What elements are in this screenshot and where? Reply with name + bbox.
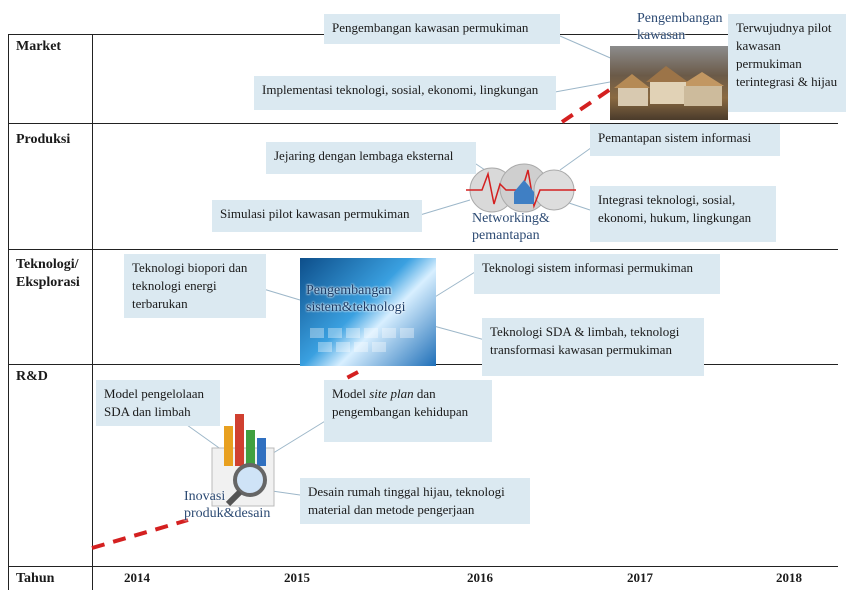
row-label-tahun: Tahun bbox=[16, 571, 55, 586]
stage-pengembangan-kawasan-label: Pengembangan kawasan bbox=[637, 11, 723, 43]
settlement-photo-icon bbox=[614, 66, 724, 106]
callout-implementasi: Implementasi teknologi, sosial, ekonomi,… bbox=[254, 76, 556, 110]
siteplan-text-2: dan pengembangan kehidupan bbox=[332, 386, 469, 419]
grid-line-market-produksi bbox=[8, 123, 838, 124]
callout-model-siteplan: Model site plan dan pengembangan kehidup… bbox=[324, 380, 492, 442]
callout-biopori: Teknologi biopori dan teknologi energi t… bbox=[124, 254, 266, 318]
siteplan-text-em: site plan bbox=[369, 386, 414, 401]
callout-pemantapan: Pemantapan sistem informasi bbox=[590, 124, 780, 156]
year-2014: 2014 bbox=[124, 570, 150, 585]
pointer-implementasi bbox=[554, 81, 611, 93]
callout-simulasi: Simulasi pilot kawasan permukiman bbox=[212, 200, 422, 232]
year-2015: 2015 bbox=[284, 570, 310, 585]
callout-sistem-info: Teknologi sistem informasi permukiman bbox=[474, 254, 720, 294]
callout-jejaring: Jejaring dengan lembaga eksternal bbox=[266, 142, 476, 174]
grid-line-rnd-tahun bbox=[8, 566, 838, 567]
row-label-teknologi-line1: Teknologi/ bbox=[16, 257, 79, 272]
year-2018: 2018 bbox=[776, 570, 802, 585]
trend-segment-market bbox=[560, 82, 620, 124]
keyboard-graphic-icon bbox=[310, 328, 414, 352]
callout-model-sda: Model pengelolaan SDA dan limbah bbox=[96, 380, 220, 426]
grid-label-column-border bbox=[92, 34, 93, 590]
stage-inovasi-label: Inovasi produk&desain bbox=[184, 489, 271, 521]
grid-left-border bbox=[8, 34, 9, 590]
callout-desain-rumah: Desain rumah tinggal hijau, teknologi ma… bbox=[300, 478, 530, 524]
pointer-sda-limbah bbox=[429, 324, 486, 341]
callout-terwujudnya: Terwujudnya pilot kawasan permukiman ter… bbox=[728, 14, 846, 112]
magnifier-chart-icon bbox=[211, 414, 275, 507]
inovasi-image bbox=[210, 408, 280, 508]
pengembangan-sistem-image bbox=[300, 258, 436, 366]
siteplan-text-1: Model bbox=[332, 386, 370, 401]
pointer-sistem-info bbox=[429, 271, 476, 301]
row-label-rnd: R&D bbox=[16, 369, 48, 384]
networking-image bbox=[462, 160, 580, 220]
row-label-teknologi: Teknologi/ Eksplorasi bbox=[16, 256, 80, 292]
row-label-teknologi-line2: Eksplorasi bbox=[16, 275, 80, 290]
pointer-simulasi bbox=[419, 199, 471, 216]
callout-pengembangan-permukiman: Pengembangan kawasan permukiman bbox=[324, 14, 560, 44]
callout-integrasi: Integrasi teknologi, sosial, ekonomi, hu… bbox=[590, 186, 776, 242]
stage-pengembangan-sistem-label: Pengembangan sistem&teknologi bbox=[306, 283, 406, 315]
row-label-produksi: Produksi bbox=[16, 132, 71, 147]
trend-segment-rnd bbox=[91, 518, 189, 550]
pengembangan-kawasan-image bbox=[610, 46, 728, 120]
callout-sda-limbah: Teknologi SDA & limbah, teknologi transf… bbox=[482, 318, 704, 376]
year-2016: 2016 bbox=[467, 570, 493, 585]
grid-line-produksi-teknologi bbox=[8, 249, 838, 250]
year-2017: 2017 bbox=[627, 570, 653, 585]
row-label-market: Market bbox=[16, 39, 62, 54]
pointer-pengembangan-permukiman bbox=[559, 35, 616, 61]
pointer-pemantapan bbox=[559, 144, 596, 171]
stage-networking-label: Networking& pemantapan bbox=[472, 211, 550, 243]
network-gears-icon bbox=[466, 163, 576, 213]
